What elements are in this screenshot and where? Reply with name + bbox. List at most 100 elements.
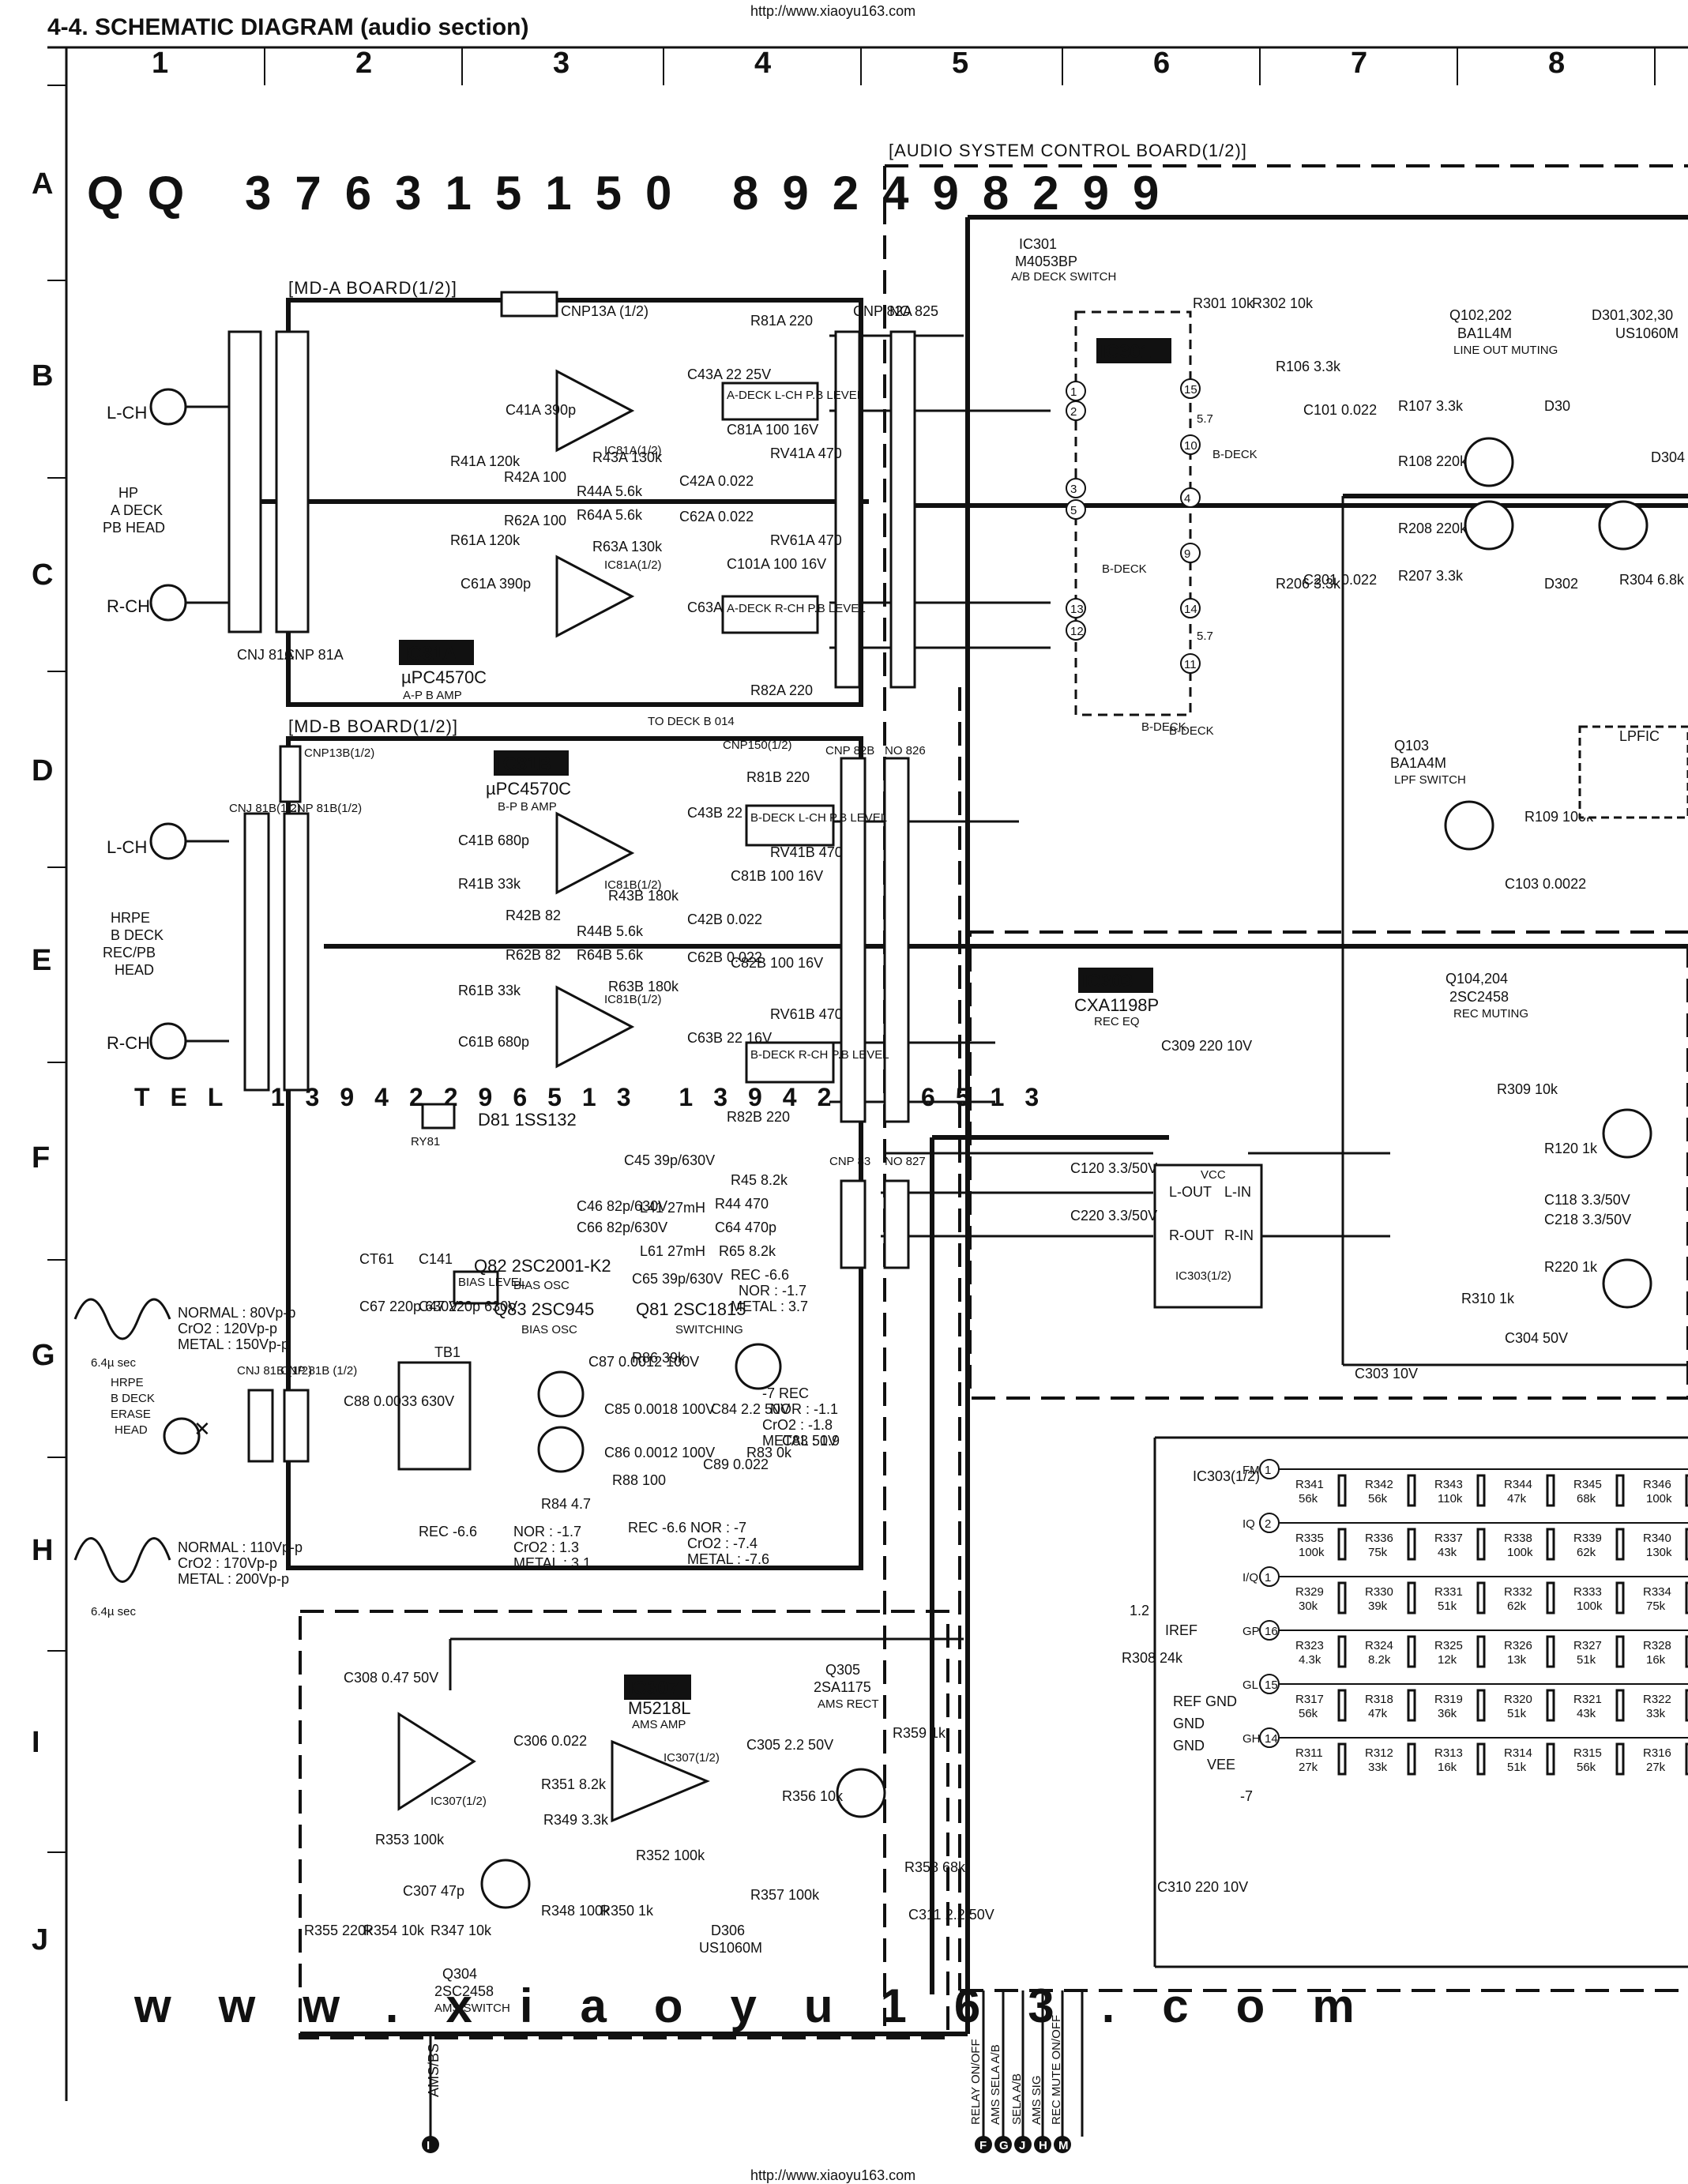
- d306-name: D306: [711, 1923, 745, 1938]
- ladder-val-5-1: 33k: [1368, 1761, 1388, 1774]
- ic301-name: IC301: [1019, 236, 1057, 252]
- ic301-pin-label-11: 11: [1184, 658, 1197, 671]
- ic301-pin-label-14: 14: [1184, 603, 1197, 616]
- v-rec66b: REC -6.6 NOR : -7: [628, 1520, 746, 1536]
- q305-part: 2SA1175: [814, 1679, 871, 1695]
- q104-desc: REC MUTING: [1453, 1007, 1528, 1021]
- ladder-ref-5-4: R315: [1573, 1746, 1602, 1760]
- row-label-h: H: [32, 1534, 53, 1567]
- ladder-ref-3-4: R327: [1573, 1639, 1602, 1652]
- q102-name: Q102,202: [1449, 307, 1512, 323]
- ladder-ref-3-1: R324: [1365, 1639, 1393, 1652]
- d304: D304: [1651, 449, 1685, 465]
- ic307-a-tag: IC307(1/2): [430, 1795, 487, 1808]
- ic301-pin-label-13: 13: [1070, 603, 1084, 616]
- c41a: C41A 390p: [506, 402, 576, 418]
- d303: D30: [1544, 398, 1570, 414]
- c42b: C42B 0.022: [687, 912, 762, 927]
- ladder-resistor-0-4: [1615, 1474, 1625, 1507]
- ic81b-upper-amp: IC81B(1/2): [555, 811, 662, 895]
- c103: C103 0.0022: [1505, 876, 1586, 892]
- ic81b-lower-amp: IC81B(1/2): [555, 985, 662, 1069]
- c46: C46 82p/630V: [577, 1198, 667, 1214]
- ic301-pin-label-9: 9: [1184, 547, 1190, 561]
- hp-name-1: HP: [118, 485, 138, 501]
- row-label-d: D: [32, 754, 53, 788]
- bdeck-lch-level: B-DECK L-CH P.B LEVEL: [750, 811, 887, 825]
- ladder-val-3-2: 12k: [1438, 1653, 1457, 1667]
- r356: R356 10k: [782, 1788, 844, 1804]
- ic301-pin-label-2: 2: [1070, 405, 1077, 419]
- ic301-part: M4053BP: [1015, 254, 1077, 269]
- c218: C218 3.3/50V: [1544, 1212, 1631, 1227]
- ladder-ref-5-3: R314: [1504, 1746, 1532, 1760]
- ladder-resistor-2-3: [1546, 1581, 1555, 1615]
- q305-name: Q305: [825, 1662, 860, 1678]
- ic301-pin-15: [1180, 378, 1201, 399]
- ladder-resistor-4-5: [1685, 1689, 1688, 1722]
- b-head-lch: L-CH: [107, 822, 229, 860]
- r65: R65 8.2k: [719, 1243, 776, 1259]
- d81: D81 1SS132: [478, 1110, 577, 1130]
- ladder-resistor-5-5: [1685, 1742, 1688, 1776]
- pin-gnd2: GND: [1173, 1738, 1205, 1754]
- bdeck-2: B-DECK: [1212, 448, 1258, 461]
- marker-J: J: [1019, 2139, 1025, 2152]
- sig-ams-bs: AMS/BS: [426, 2043, 442, 2097]
- r62a: R62A 100: [504, 513, 566, 528]
- ladder-ref-4-4: R321: [1573, 1693, 1602, 1706]
- l41: L41 27mH: [640, 1200, 705, 1216]
- ladder-resistor-4-1: [1407, 1689, 1416, 1722]
- v-met37: METAL : 3.7: [731, 1299, 808, 1314]
- column-labels: 1 2 3 4 5 6 7 8: [152, 47, 1565, 80]
- v-cro18: CrO2 : -1.8: [762, 1417, 833, 1433]
- ladder-resistor-5-2: [1476, 1742, 1486, 1776]
- ladder-val-4-3: 51k: [1507, 1707, 1527, 1720]
- ladder-resistor-1-5: [1685, 1528, 1688, 1561]
- ladder-resistor-5-3: [1546, 1742, 1555, 1776]
- tb1: TB1: [434, 1344, 461, 1360]
- v-nor17c: NOR : -1.7: [739, 1283, 806, 1299]
- bdeck-1: B-DECK: [1141, 720, 1186, 734]
- q81-desc: SWITCHING: [675, 1323, 743, 1336]
- cnp13a-connector: CNP13A (1/2): [500, 291, 649, 319]
- row-label-j: J: [32, 1923, 48, 1957]
- ic301-pin-label-4: 4: [1184, 492, 1190, 506]
- ladder-val-4-5: 33k: [1646, 1707, 1666, 1720]
- erase-name-4: HEAD: [115, 1423, 148, 1437]
- ladder-resistor-5-1: [1407, 1742, 1416, 1776]
- no827-label: NO 827: [885, 1155, 926, 1168]
- r302: R302 10k: [1252, 295, 1314, 311]
- ladder-ref-3-0: R323: [1295, 1639, 1324, 1652]
- row-label-b: B: [32, 359, 53, 393]
- ic301-block: IC301 M4053BP A/B DECK SWITCH IC301 B-DE…: [1011, 236, 1258, 738]
- pin-rout: R-OUT: [1169, 1227, 1214, 1243]
- q103-name: Q103: [1394, 738, 1429, 754]
- ladder-ref-0-4: R345: [1573, 1478, 1602, 1491]
- wave2-time: 6.4µ sec: [91, 1605, 137, 1618]
- ic301-pin-label-10: 10: [1184, 439, 1197, 453]
- col-label-7: 7: [1351, 47, 1367, 80]
- cnp81b-label: CNP 81B(1/2): [288, 802, 362, 815]
- cnj81b-e-label: CNJ 81B (1/2): [237, 1364, 312, 1378]
- ladder-resistor-4-2: [1476, 1689, 1486, 1722]
- wave2-cro2: CrO2 : 170Vp-p: [178, 1555, 277, 1571]
- c308: C308 0.47 50V: [344, 1670, 438, 1686]
- pin-lout: L-OUT: [1169, 1184, 1212, 1200]
- ladder-val-2-2: 51k: [1438, 1599, 1457, 1613]
- c86: C86 0.0012 100V: [604, 1445, 715, 1460]
- ladder-val-4-4: 43k: [1577, 1707, 1596, 1720]
- r44a: R44A 5.6k: [577, 483, 643, 499]
- ic81a-lower-amp: IC81A(1/2): [555, 554, 662, 638]
- marker-F-dot: [975, 2136, 992, 2153]
- cnp13b-label: CNP13B(1/2): [304, 746, 374, 760]
- c307: C307 47p: [403, 1883, 464, 1899]
- rv41b: RV41B 470: [770, 844, 843, 860]
- ladder-ref-1-5: R340: [1643, 1532, 1671, 1545]
- wave2-normal: NORMAL : 110Vp-p: [178, 1539, 303, 1555]
- pin-rin: R-IN: [1224, 1227, 1254, 1243]
- adeck-rch-level: A-DECK R-CH P.B LEVEL: [727, 602, 866, 615]
- ladder-ref-1-4: R339: [1573, 1532, 1602, 1545]
- cnj81a-connector: CNJ 81A CNP 81A: [227, 330, 344, 663]
- r347: R347 10k: [430, 1923, 492, 1938]
